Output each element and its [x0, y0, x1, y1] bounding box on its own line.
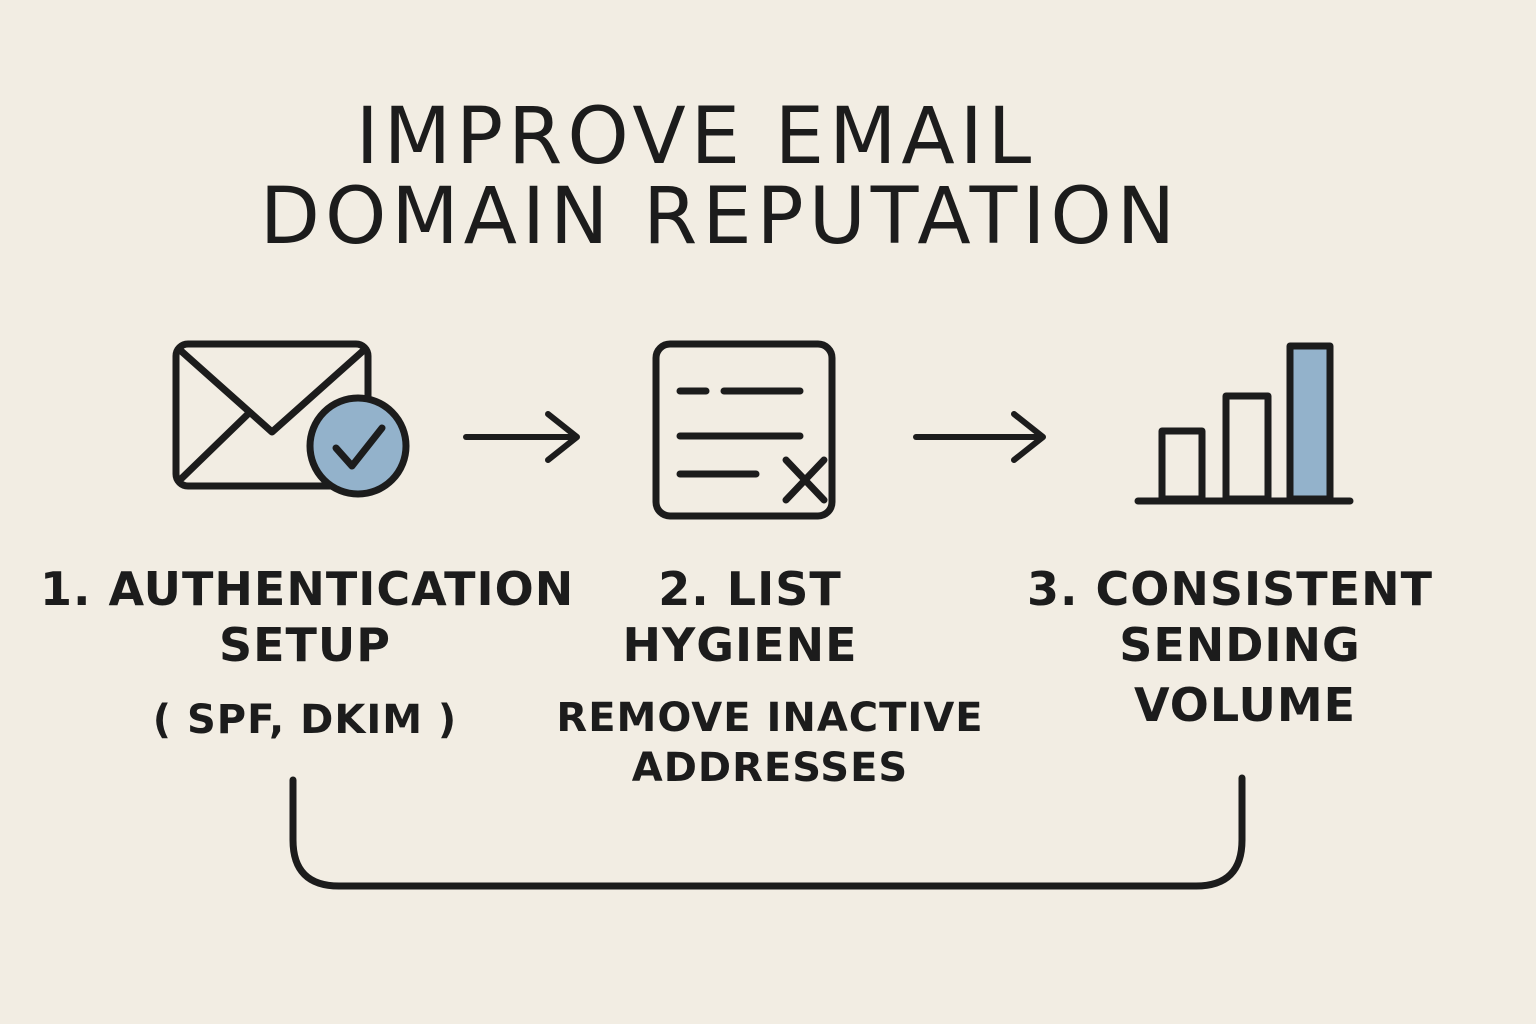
step-3-title-line-2: SENDING: [1119, 618, 1361, 672]
envelope-flap: [176, 346, 368, 436]
bar-small: [1158, 427, 1206, 503]
envelope-fold-left: [178, 410, 252, 482]
step-2-title-line-1: 2. LIST: [658, 562, 842, 616]
step-1-title-line-2: SETUP: [219, 618, 391, 672]
bar-chart-icon: [1134, 342, 1354, 505]
list-remove-icon: [652, 340, 836, 520]
bar-tall: [1286, 342, 1334, 503]
step-3-title-line-1: 3. CONSISTENT: [1027, 562, 1433, 616]
diagram-title-line-1: IMPROVE EMAIL: [355, 92, 1037, 182]
arrow-right-icon: [463, 411, 580, 463]
document-frame: [652, 340, 836, 520]
diagram-title-line-2: DOMAIN REPUTATION: [259, 172, 1181, 262]
step-2-detail-line-1: REMOVE INACTIVE: [556, 695, 984, 741]
check-badge-icon: [306, 394, 410, 498]
step-2-title-line-2: HYGIENE: [622, 618, 858, 672]
step-1-detail: ( SPF, DKIM ): [152, 697, 458, 743]
bar-medium: [1222, 392, 1272, 503]
arrow-right-icon-2: [913, 411, 1046, 463]
envelope-check-icon: [172, 340, 410, 498]
step-3-title-line-3: VOLUME: [1133, 678, 1357, 732]
step-2-detail-line-2: ADDRESSES: [631, 745, 909, 791]
check-mark-icon: [332, 424, 386, 470]
step-1-title-line-1: 1. AUTHENTICATION: [40, 562, 575, 616]
connector-bracket: [289, 774, 1246, 890]
